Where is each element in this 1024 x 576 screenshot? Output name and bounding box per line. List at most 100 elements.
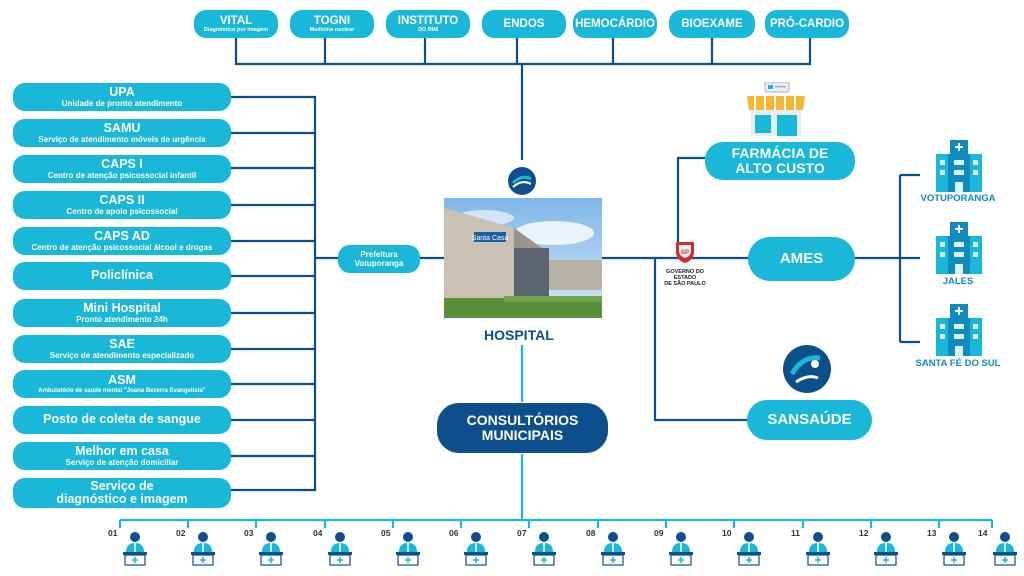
hospital-logo-icon — [508, 167, 536, 195]
provider-vital[interactable]: VITAL Diagnóstico por imagem — [194, 10, 278, 38]
doctor-desk-icon[interactable] — [941, 530, 967, 566]
service-name: CAPS I — [101, 156, 143, 171]
doctor-desk-icon[interactable] — [327, 530, 353, 566]
provider-name: ENDOS — [503, 17, 545, 30]
service-sub: Centro de atenção psicossocial infantil — [47, 170, 197, 180]
provider-endos[interactable]: ENDOS — [482, 10, 566, 38]
consultorio-number: 05 — [381, 528, 391, 538]
sansaude-node[interactable]: SANSAÚDE — [747, 400, 872, 440]
svg-text:SP: SP — [681, 250, 689, 256]
consultorio-number: 07 — [517, 528, 527, 538]
ames-node[interactable]: AMES — [748, 237, 855, 281]
consultorio-number: 14 — [978, 528, 988, 538]
service-name: UPA — [109, 84, 135, 99]
consultorio-number: 09 — [654, 528, 664, 538]
doctor-desk-icon[interactable] — [122, 530, 148, 566]
state-coat-of-arms-icon: SP — [676, 242, 694, 263]
provider-sub: Diagnóstico por imagem — [203, 26, 269, 33]
service-name: Mini Hospital — [83, 300, 161, 315]
sansaude-logo-icon — [783, 345, 831, 393]
service-mini-hospital[interactable]: Mini Hospital Pronto atendimento 24h — [13, 299, 231, 327]
doctor-desk-icon[interactable] — [258, 530, 284, 566]
farmacia-node[interactable]: FARMÁCIA DE ALTO CUSTO — [705, 142, 855, 180]
consultorio-number: 03 — [244, 528, 254, 538]
doctor-desk-icon[interactable] — [395, 530, 421, 566]
consultorio-number: 01 — [108, 528, 118, 538]
doctor-desk-icon[interactable] — [463, 530, 489, 566]
provider-instituto[interactable]: INSTITUTO DO RIM — [386, 10, 470, 38]
service-name: ASM — [108, 372, 136, 387]
provider-name: VITAL — [219, 14, 253, 27]
service-caps-ii[interactable]: CAPS II Centro de apoio psicossocial — [13, 191, 231, 219]
service-name: CAPS AD — [94, 228, 150, 243]
consultorios-node[interactable]: CONSULTÓRIOS MUNICIPAIS — [437, 403, 608, 453]
doctor-desk-icon[interactable] — [736, 530, 762, 566]
service-sub: Centro de atenção psicossocial álcool e … — [31, 242, 213, 252]
farmacia-label: FARMÁCIA DE ALTO CUSTO — [731, 145, 829, 176]
service-sub: Unidade de pronto atendimento — [61, 98, 183, 108]
hospital-label: HOSPITAL — [484, 327, 554, 343]
consultorio-number: 06 — [449, 528, 459, 538]
ames-unit-votuporanga: VOTUPORANGA — [920, 193, 996, 204]
ames-unit-santa-fe-do-sul: SANTA FÉ DO SUL — [915, 358, 1001, 369]
provider-sub: Medicina nuclear — [309, 26, 355, 33]
provider-togni[interactable]: TOGNI Medicina nuclear — [290, 10, 374, 38]
building-santa-fe-icon — [936, 304, 982, 356]
service-name: SAE — [109, 336, 135, 351]
consultorio-number: 11 — [791, 528, 800, 538]
hospital-sign-text: Santa Casa — [472, 235, 509, 242]
service-diagnostico-imagem[interactable]: Serviço de diagnóstico e imagem — [13, 478, 231, 508]
doctor-desk-icon[interactable] — [805, 530, 831, 566]
doctor-desk-icon[interactable] — [992, 530, 1018, 566]
prefeitura-node[interactable]: Prefeitura Votuporanga — [338, 245, 420, 273]
doctor-desk-icon[interactable] — [190, 530, 216, 566]
consultorio-number: 08 — [586, 528, 596, 538]
sansaude-label: SANSAÚDE — [767, 411, 852, 429]
service-samu[interactable]: SAMU Serviço de atendimento móveis de ur… — [13, 119, 231, 147]
governo-sp: SP GOVERNO DO ESTADO DE SÃO PAULO — [660, 240, 710, 287]
provider-hemocardio[interactable]: HEMOCÁRDIO — [573, 10, 657, 38]
service-sub: Centro de apoio psicossocial — [66, 206, 178, 216]
service-name: Melhor em casa — [75, 443, 169, 458]
service-sub: Ambulatório de saúde mental "Joana Bezer… — [38, 387, 206, 394]
governo-label: GOVERNO DO ESTADO DE SÃO PAULO — [664, 269, 706, 288]
service-asm[interactable]: ASM Ambulatório de saúde mental "Joana B… — [13, 370, 231, 398]
consultorio-number: 04 — [313, 528, 323, 538]
service-name: CAPS II — [99, 192, 145, 207]
consultorio-number: 10 — [722, 528, 732, 538]
consultorio-number: 13 — [927, 528, 937, 538]
provider-bioexame[interactable]: BIOEXAME — [669, 10, 755, 38]
provider-name: HEMOCÁRDIO — [575, 17, 655, 30]
building-jales-icon — [936, 222, 982, 274]
service-name: Serviço de diagnóstico e imagem — [56, 478, 188, 506]
service-sub: Serviço de atendimento especializado — [49, 350, 195, 360]
service-melhor-em-casa[interactable]: Melhor em casa Serviço de atenção domici… — [13, 442, 231, 470]
service-caps-i[interactable]: CAPS I Centro de atenção psicossocial in… — [13, 155, 231, 183]
pharmacy-store-icon — [747, 82, 805, 136]
prefeitura-label: Prefeitura Votuporanga — [354, 250, 404, 268]
service-upa[interactable]: UPA Unidade de pronto atendimento — [13, 83, 231, 111]
service-name: SAMU — [103, 120, 141, 135]
provider-name: PRÓ-CARDIO — [769, 17, 845, 30]
service-sub: Serviço de atenção domiciliar — [65, 457, 179, 467]
doctor-desk-icon[interactable] — [531, 530, 557, 566]
doctor-desk-icon[interactable] — [668, 530, 694, 566]
provider-name: TOGNI — [313, 14, 351, 27]
consultorio-number: 12 — [859, 528, 869, 538]
ames-label: AMES — [779, 250, 824, 268]
service-sae[interactable]: SAE Serviço de atendimento especializado — [13, 335, 231, 363]
building-votuporanga-icon — [936, 140, 982, 192]
service-sub: Pronto atendimento 24h — [76, 314, 168, 324]
provider-pro-cardio[interactable]: PRÓ-CARDIO — [765, 10, 849, 38]
doctor-desk-icon[interactable] — [873, 530, 899, 566]
doctor-desk-icon[interactable] — [600, 530, 626, 566]
service-policlinica[interactable]: Policlínica — [13, 262, 231, 290]
service-sub: Serviço de atendimento móveis de urgênci… — [38, 134, 206, 144]
service-caps-ad[interactable]: CAPS AD Centro de atenção psicossocial á… — [13, 227, 231, 255]
service-posto-coleta[interactable]: Posto de coleta de sangue — [13, 406, 231, 434]
hospital-photo: Santa Casa — [444, 198, 602, 318]
ames-unit-jales: JALES — [942, 276, 974, 287]
consultorio-number: 02 — [176, 528, 186, 538]
service-name: Posto de coleta de sangue — [43, 412, 201, 427]
